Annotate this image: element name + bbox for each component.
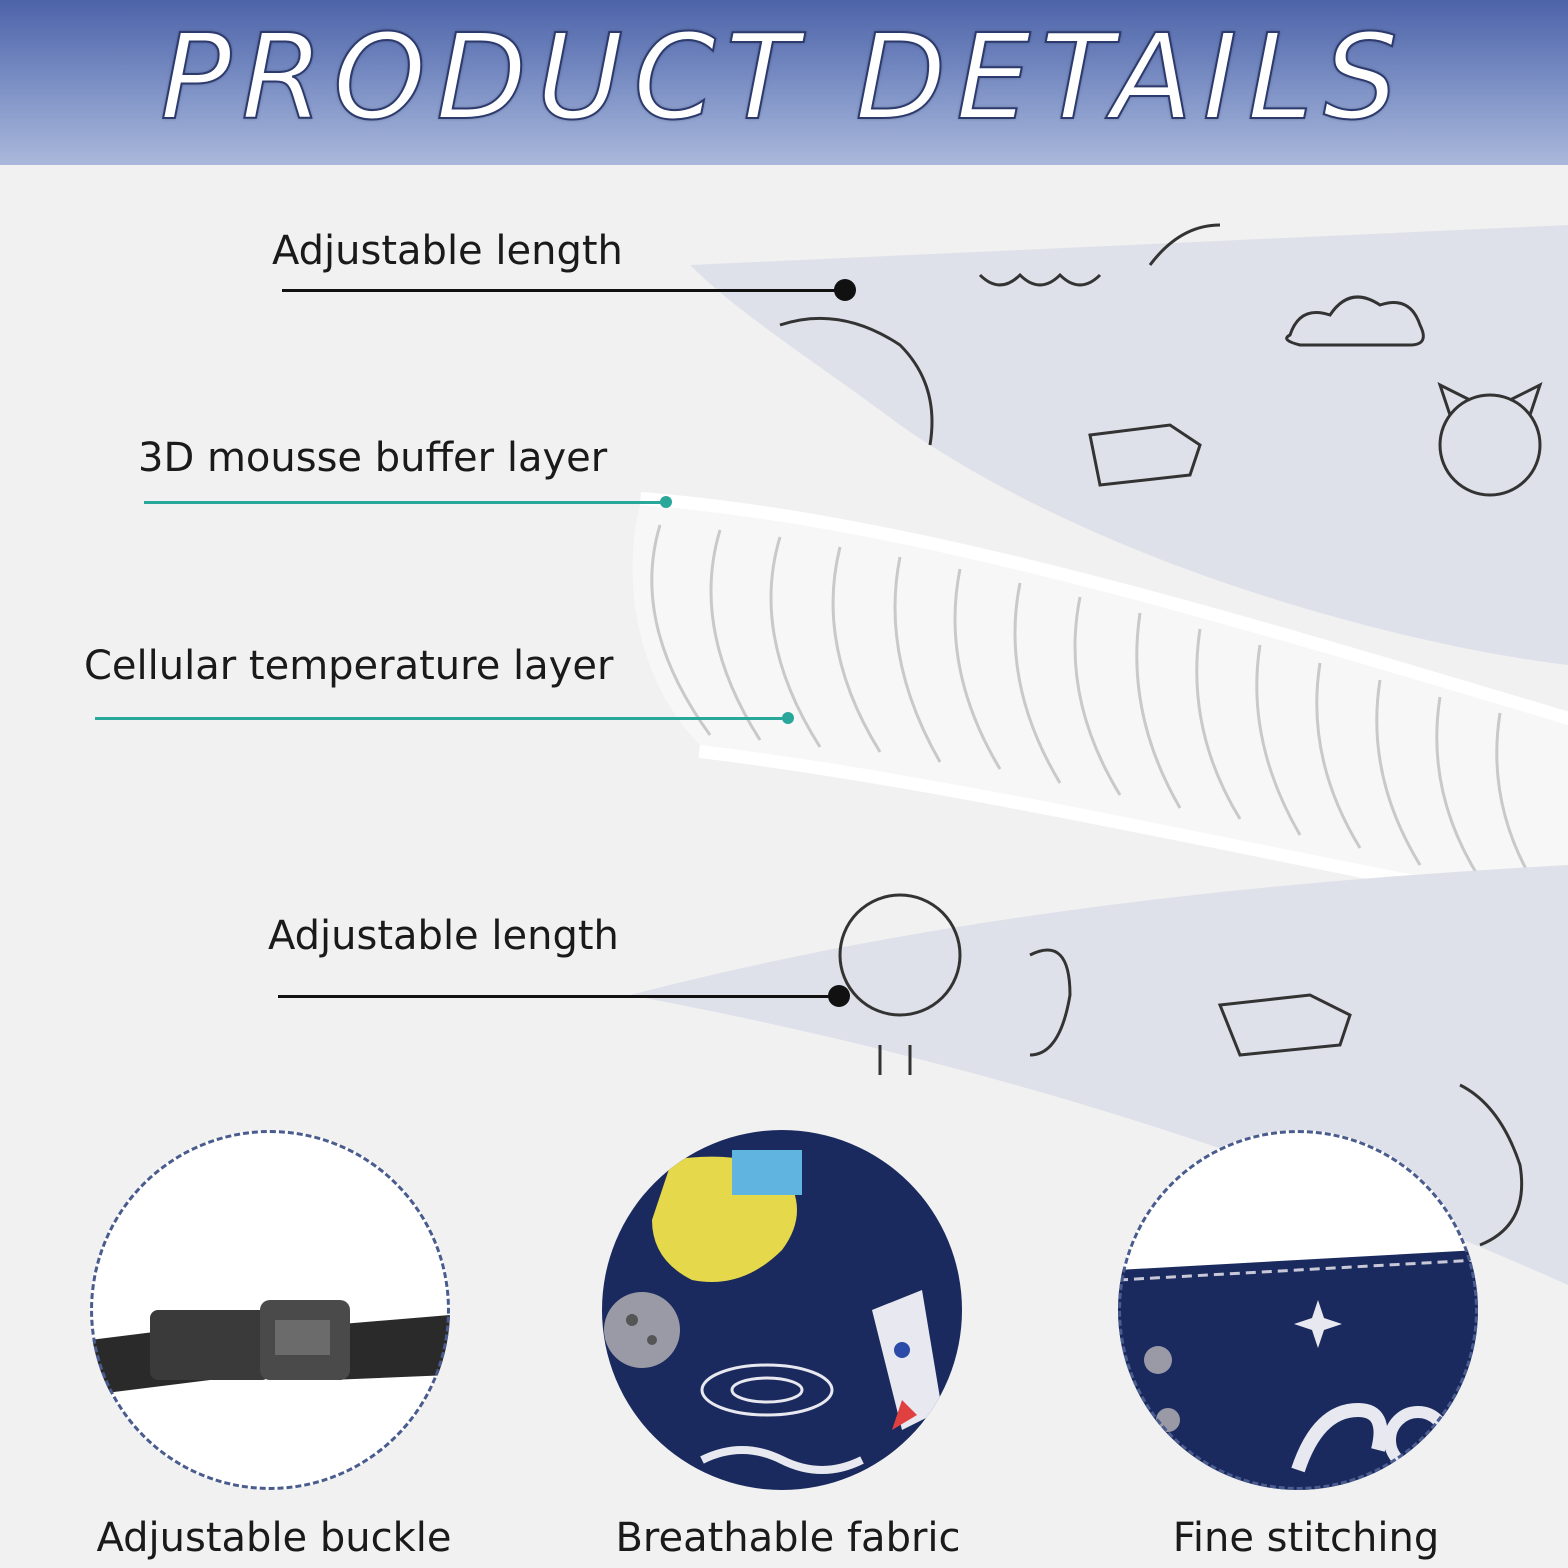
callout-label-2: 3D mousse buffer layer (138, 435, 608, 481)
callout-leader-2 (144, 501, 666, 504)
doodle-pattern-top (779, 223, 1543, 497)
callout-dot-2 (660, 496, 672, 508)
callout-leader-4 (278, 995, 842, 998)
doodle-pattern-bottom (838, 893, 1524, 1247)
space-print-icon (604, 1150, 942, 1474)
callout-dot-3 (782, 712, 794, 724)
feature-caption-buckle: Adjustable buckle (96, 1515, 452, 1561)
layer-illustration (630, 223, 1568, 1285)
callout-leader-1 (282, 289, 848, 292)
callout-leader-3 (95, 717, 785, 720)
feature-ring-buckle (90, 1130, 450, 1490)
callout-label-3: Cellular temperature layer (84, 643, 614, 689)
callout-dot-4 (828, 985, 850, 1007)
callout-dot-1 (834, 279, 856, 301)
feature-ring-fabric (602, 1130, 962, 1490)
callout-label-1: Adjustable length (272, 228, 623, 274)
mesh-fibers (650, 524, 1542, 894)
header-banner: PRODUCT DETAILS (0, 0, 1568, 165)
feature-caption-stitching: Fine stitching (1172, 1515, 1440, 1561)
mesh-body (632, 505, 1568, 905)
page-title: PRODUCT DETAILS (159, 7, 1409, 147)
top-fabric-layer (690, 225, 1568, 665)
feature-ring-stitching (1118, 1130, 1478, 1490)
feature-caption-fabric: Breathable fabric (615, 1515, 961, 1561)
feature-circle-fabric (602, 1130, 962, 1490)
callout-label-4: Adjustable length (268, 913, 619, 959)
